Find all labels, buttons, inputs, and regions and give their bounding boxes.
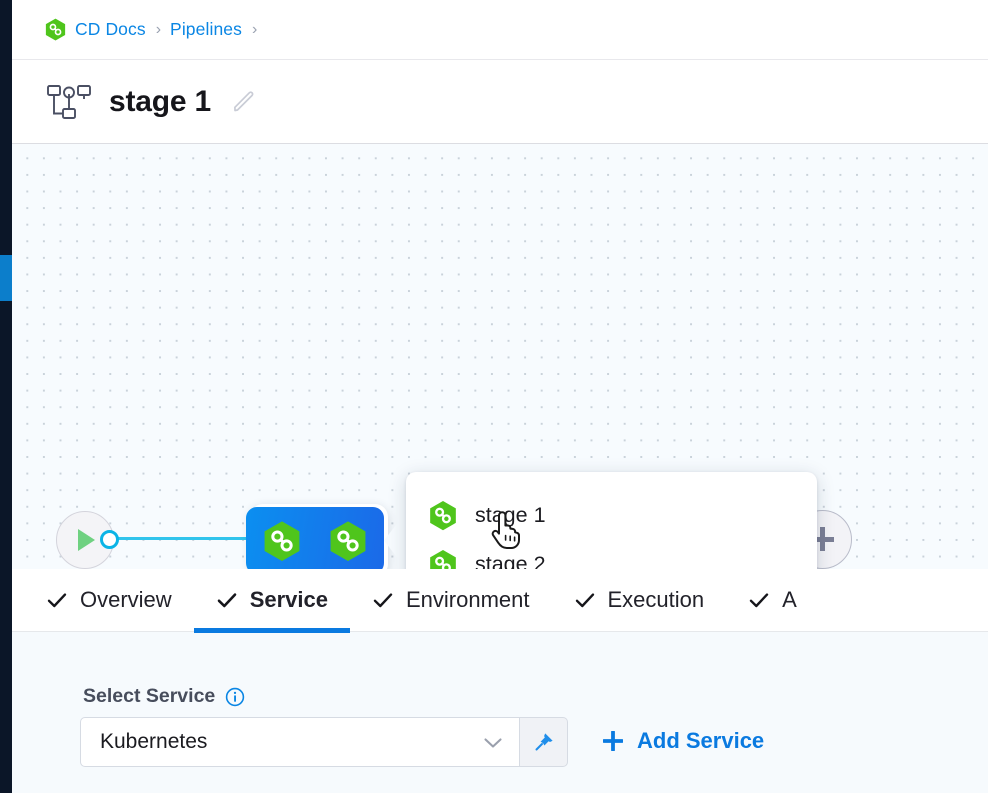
stage-select-popover[interactable]: stage 1 stage 2 (406, 472, 817, 569)
service-select-value: Kubernetes (100, 730, 208, 753)
plus-icon (602, 730, 624, 752)
pin-service-button[interactable] (520, 717, 568, 767)
left-nav-active-indicator (0, 255, 12, 301)
play-triangle-icon (78, 529, 95, 551)
harness-hexagon-icon (429, 500, 457, 531)
page-title: stage 1 (109, 85, 211, 118)
plus-icon (810, 527, 834, 551)
start-connector-dot (100, 530, 119, 549)
pencil-edit-icon[interactable] (231, 89, 257, 115)
pipeline-stage-node-icon (47, 85, 91, 119)
check-icon (372, 589, 394, 611)
tab-execution[interactable]: Execution (552, 569, 727, 632)
tab-label: Service (249, 587, 328, 612)
pipeline-canvas[interactable]: stage 1 + 1 more stages Add Stage s (12, 144, 988, 569)
chevron-right-icon-trailing: › (251, 20, 258, 38)
pipeline-start-node[interactable] (56, 511, 114, 569)
chevron-right-icon: › (155, 20, 162, 38)
add-service-label: Add Service (637, 728, 765, 753)
harness-hexagon-icon (329, 520, 367, 562)
select-service-control: Kubernetes (80, 717, 568, 767)
add-service-button[interactable]: Add Service (602, 728, 764, 754)
tab-service[interactable]: Service (193, 569, 351, 633)
stage-tabs: Overview Service Environment Execution A (12, 569, 988, 633)
info-circle-icon[interactable] (225, 687, 245, 707)
service-panel: Select Service Kubernetes (12, 632, 988, 793)
breadcrumb: CD Docs › Pipelines › (12, 0, 988, 60)
harness-hexagon-icon (429, 549, 457, 569)
check-icon (574, 589, 596, 611)
tab-overview[interactable]: Overview (12, 569, 194, 632)
tab-environment[interactable]: Environment (350, 569, 552, 632)
popover-item-stage-1[interactable]: stage 1 (406, 491, 817, 540)
page-header: stage 1 (12, 61, 988, 144)
stage-group-node[interactable] (246, 507, 384, 569)
select-service-label-row: Select Service (83, 685, 245, 708)
pipeline-edge (115, 537, 255, 540)
tab-label: Execution (607, 587, 705, 612)
service-select[interactable]: Kubernetes (80, 717, 520, 767)
left-nav-rail[interactable] (0, 0, 12, 793)
check-icon (216, 589, 238, 611)
popover-item-stage-2[interactable]: stage 2 (406, 540, 817, 569)
tab-label: Environment (405, 587, 530, 612)
tab-advanced[interactable]: A (726, 569, 819, 632)
breadcrumb-item-pipelines[interactable]: Pipelines (170, 19, 242, 39)
tab-label: A (782, 587, 797, 612)
chevron-down-icon (483, 736, 503, 748)
popover-item-label: stage 1 (475, 503, 546, 527)
check-icon (748, 589, 770, 611)
harness-hexagon-icon (45, 18, 66, 41)
check-icon (46, 589, 68, 611)
tab-label: Overview (80, 587, 172, 612)
select-service-label: Select Service (83, 685, 216, 707)
harness-hexagon-icon (263, 520, 301, 562)
popover-item-label: stage 2 (475, 552, 546, 569)
breadcrumb-item-cd-docs[interactable]: CD Docs (75, 19, 146, 39)
pin-icon (532, 730, 556, 754)
